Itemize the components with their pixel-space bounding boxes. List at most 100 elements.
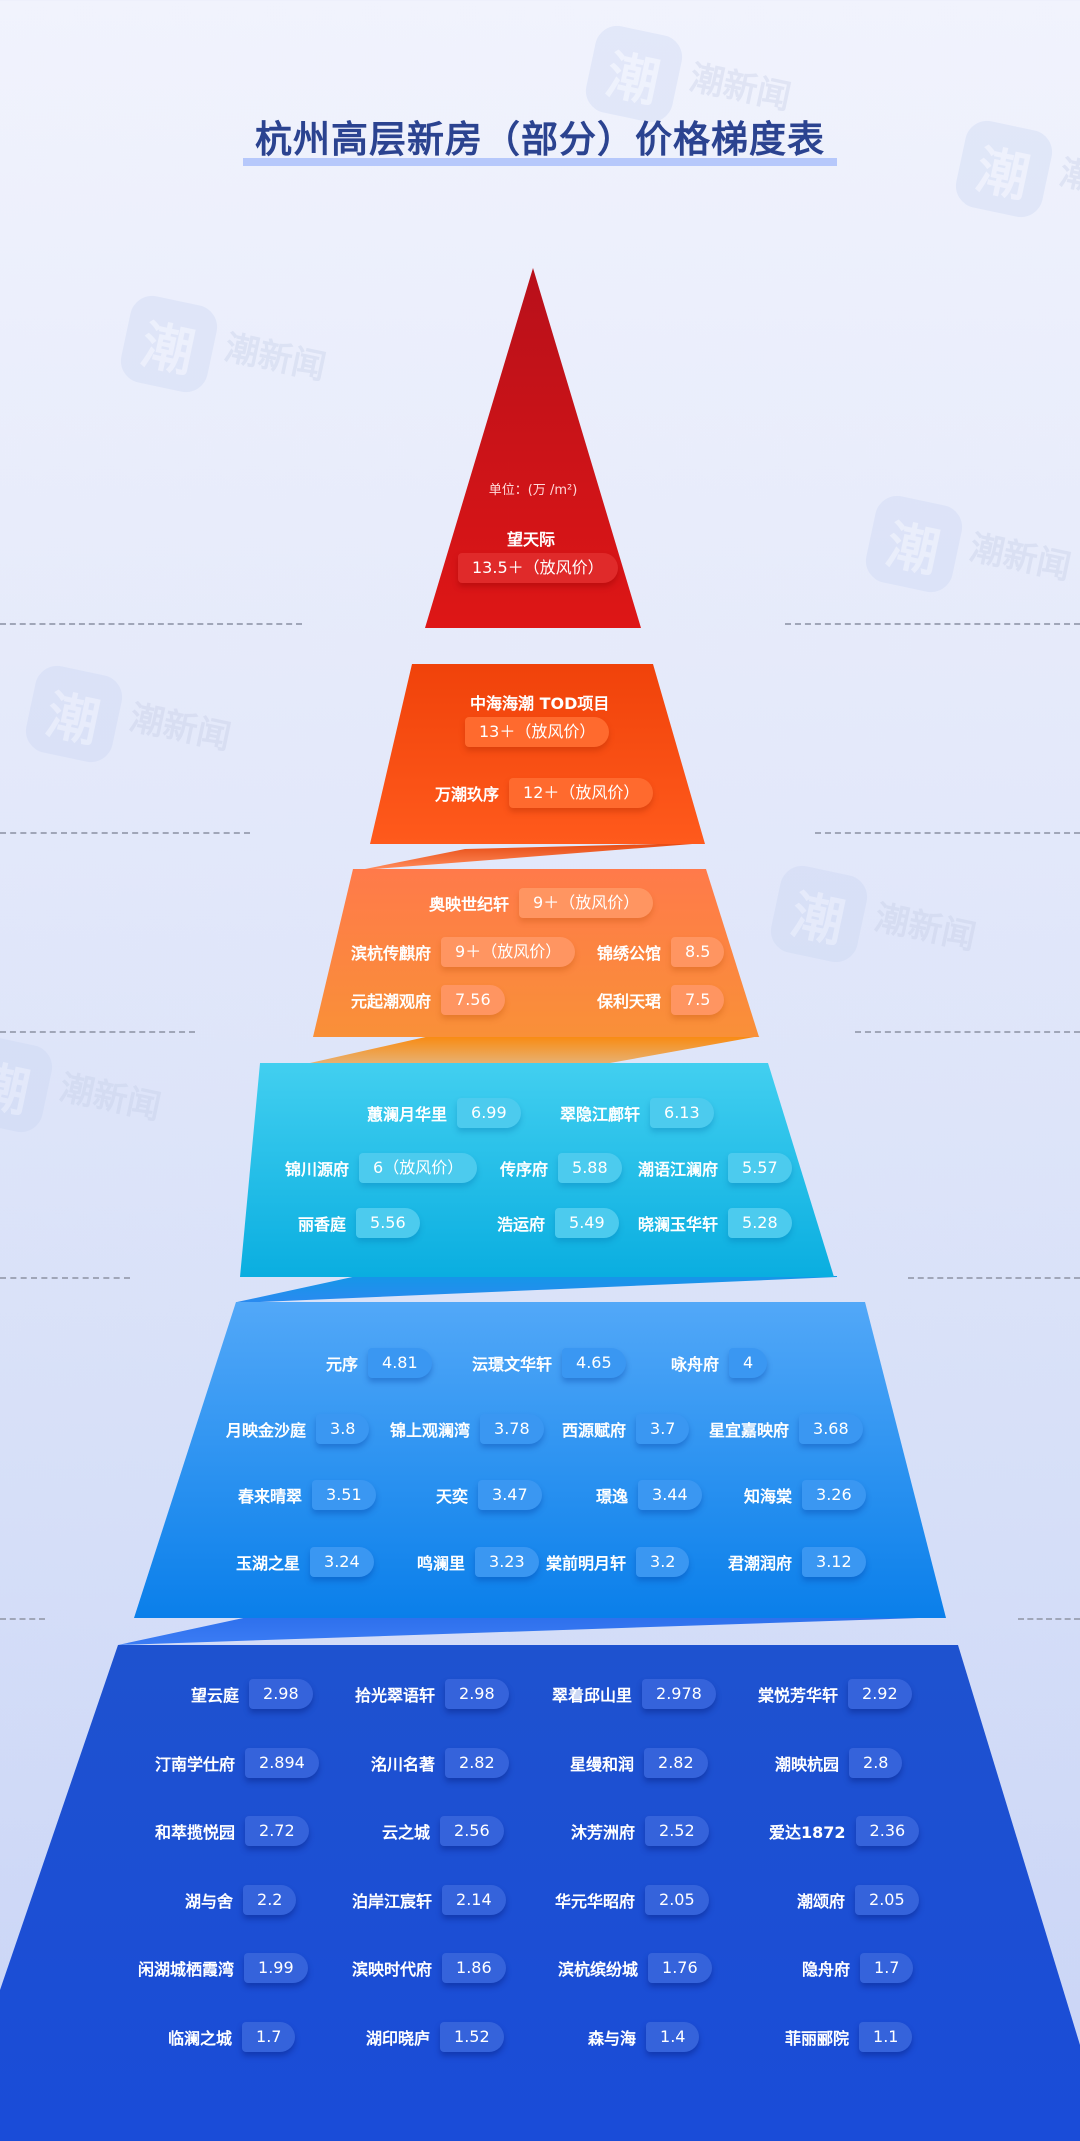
tier-divider — [785, 623, 1080, 625]
project-item: 滨映时代府 1.86 — [352, 1953, 506, 1983]
tier-1: 单位：(万 /m²) 望天际 13.5＋（放风价） — [425, 268, 641, 628]
project-item: 翠着邱山里 2.978 — [552, 1679, 716, 1709]
price-pill: 7.56 — [441, 985, 505, 1015]
project-item: 潮语江澜府 5.57 — [638, 1153, 792, 1183]
price-pill: 2.2 — [243, 1885, 297, 1915]
watermark-text: 潮新闻 — [966, 527, 1075, 589]
price-pill: 3.78 — [480, 1414, 544, 1444]
project-item: 传序府 5.88 — [500, 1153, 622, 1183]
project-name: 湖与舍 — [185, 1892, 234, 1911]
project-item: 滨杭传麒府 9＋（放风价） — [351, 937, 576, 967]
price-pill: 3.23 — [475, 1547, 539, 1577]
price-pill: 13＋（放风价） — [465, 717, 610, 747]
watermark-text: 潮新闻 — [686, 57, 795, 119]
price-pill: 1.7 — [242, 2022, 296, 2052]
project-item: 星缦和润 2.82 — [570, 1748, 708, 1778]
project-item: 临澜之城 1.7 — [168, 2022, 296, 2052]
price-pill: 1.1 — [859, 2022, 913, 2052]
project-name: 丽香庭 — [298, 1215, 347, 1234]
watermark-text: 潮新闻 — [221, 327, 330, 389]
project-item: 咏舟府 4 — [671, 1348, 768, 1378]
tier-divider — [908, 1277, 1080, 1279]
project-item: 星宜嘉映府 3.68 — [709, 1414, 863, 1444]
watermark-text: 潮新闻 — [1056, 152, 1080, 214]
price-pill: 2.05 — [645, 1885, 709, 1915]
price-pill: 3.12 — [802, 1547, 866, 1577]
project-name: 玉湖之星 — [236, 1554, 301, 1573]
project-name: 月映金沙庭 — [226, 1421, 307, 1440]
project-name: 云之城 — [382, 1823, 431, 1842]
price-pill: 2.05 — [855, 1885, 919, 1915]
tier-fold — [365, 843, 705, 869]
tier-divider — [0, 1277, 130, 1279]
project-item: 璟逸 3.44 — [596, 1480, 702, 1510]
project-name: 锦川源府 — [285, 1160, 350, 1179]
project-name: 西源赋府 — [562, 1421, 627, 1440]
price-pill: 6（放风价） — [359, 1153, 478, 1183]
project-item: 泊岸江宸轩 2.14 — [352, 1885, 506, 1915]
project-item: 翠隐江鄜轩 6.13 — [560, 1098, 714, 1128]
project-item: 望云庭 2.98 — [191, 1679, 313, 1709]
project-item: 棠悦芳华轩 2.92 — [758, 1679, 912, 1709]
project-name: 菲丽郦院 — [785, 2029, 850, 2048]
project-name: 拾光翠语轩 — [355, 1686, 436, 1705]
price-pill: 2.72 — [245, 1816, 309, 1846]
project-name: 湖印晓庐 — [366, 2029, 431, 2048]
project-item: 锦绣公馆 8.5 — [597, 937, 725, 967]
price-pill: 6.99 — [457, 1098, 521, 1128]
tier-3: 奥映世纪轩 9＋（放风价） 滨杭传麒府 9＋（放风价） 锦绣公馆 8.5 元起潮… — [313, 869, 759, 1037]
project-item: 春来晴翠 3.51 — [238, 1480, 376, 1510]
unit-label: 单位：(万 /m²) — [488, 483, 578, 498]
project-item: 隐舟府 1.7 — [802, 1953, 914, 1983]
watermark-logo-icon: 潮 — [581, 21, 687, 127]
price-pill: 2.82 — [445, 1748, 509, 1778]
tier-divider — [1018, 1618, 1080, 1620]
project-name: 森与海 — [588, 2029, 637, 2048]
project-name: 望云庭 — [191, 1686, 240, 1705]
price-pill: 3.2 — [636, 1547, 690, 1577]
project-name: 翠隐江鄜轩 — [560, 1105, 641, 1124]
project-name: 星宜嘉映府 — [709, 1421, 790, 1440]
project-item: 拾光翠语轩 2.98 — [355, 1679, 509, 1709]
project-item: 鸣澜里 3.23 — [417, 1547, 539, 1577]
project-name: 爱达1872 — [769, 1823, 846, 1842]
project-item: 闲湖城栖霞湾 1.99 — [138, 1953, 308, 1983]
project-name: 翠着邱山里 — [552, 1686, 633, 1705]
project-name: 滨杭缤纷城 — [558, 1960, 639, 1979]
tier-divider — [0, 832, 250, 834]
price-pill: 2.978 — [642, 1679, 716, 1709]
price-pill: 1.76 — [648, 1953, 712, 1983]
price-pill: 4.81 — [368, 1348, 432, 1378]
project-name: 天奕 — [436, 1487, 469, 1506]
project-item: 潮颂府 2.05 — [797, 1885, 919, 1915]
price-pill: 5.49 — [555, 1208, 619, 1238]
price-pill: 1.4 — [646, 2022, 700, 2052]
project-name: 知海棠 — [744, 1487, 793, 1506]
price-pill: 2.98 — [249, 1679, 313, 1709]
project-name: 保利天珺 — [597, 992, 662, 1011]
project-name: 隐舟府 — [802, 1960, 851, 1979]
watermark-logo-icon: 潮 — [951, 116, 1057, 222]
tier-6: 望云庭 2.98 拾光翠语轩 2.98 翠着邱山里 2.978 棠悦芳华轩 2.… — [0, 1645, 1080, 2141]
project-name: 锦绣公馆 — [597, 944, 662, 963]
price-pill: 3.51 — [312, 1480, 376, 1510]
watermark-text: 潮新闻 — [126, 697, 235, 759]
price-pill: 2.56 — [440, 1816, 504, 1846]
price-pill: 6.13 — [650, 1098, 714, 1128]
project-name: 潮映杭园 — [775, 1755, 840, 1774]
project-name: 鸣澜里 — [417, 1554, 466, 1573]
project-item: 玉湖之星 3.24 — [236, 1547, 374, 1577]
price-pill: 4.65 — [562, 1348, 626, 1378]
watermark-text: 潮新闻 — [56, 1067, 165, 1129]
page-title: 杭州高层新房（部分）价格梯度表 — [255, 118, 825, 161]
project-name: 华元华昭府 — [555, 1892, 636, 1911]
project-item: 天奕 3.47 — [436, 1480, 542, 1510]
project-name: 蕙澜月华里 — [367, 1105, 448, 1124]
price-pill: 3.7 — [636, 1414, 690, 1444]
price-pill: 1.52 — [440, 2022, 504, 2052]
project-name: 滨杭传麒府 — [351, 944, 432, 963]
project-name: 闲湖城栖霞湾 — [138, 1960, 235, 1979]
project-item: 湖印晓庐 1.52 — [366, 2022, 504, 2052]
project-item: 浩运府 5.49 — [497, 1208, 619, 1238]
project-item: 潮映杭园 2.8 — [775, 1748, 903, 1778]
